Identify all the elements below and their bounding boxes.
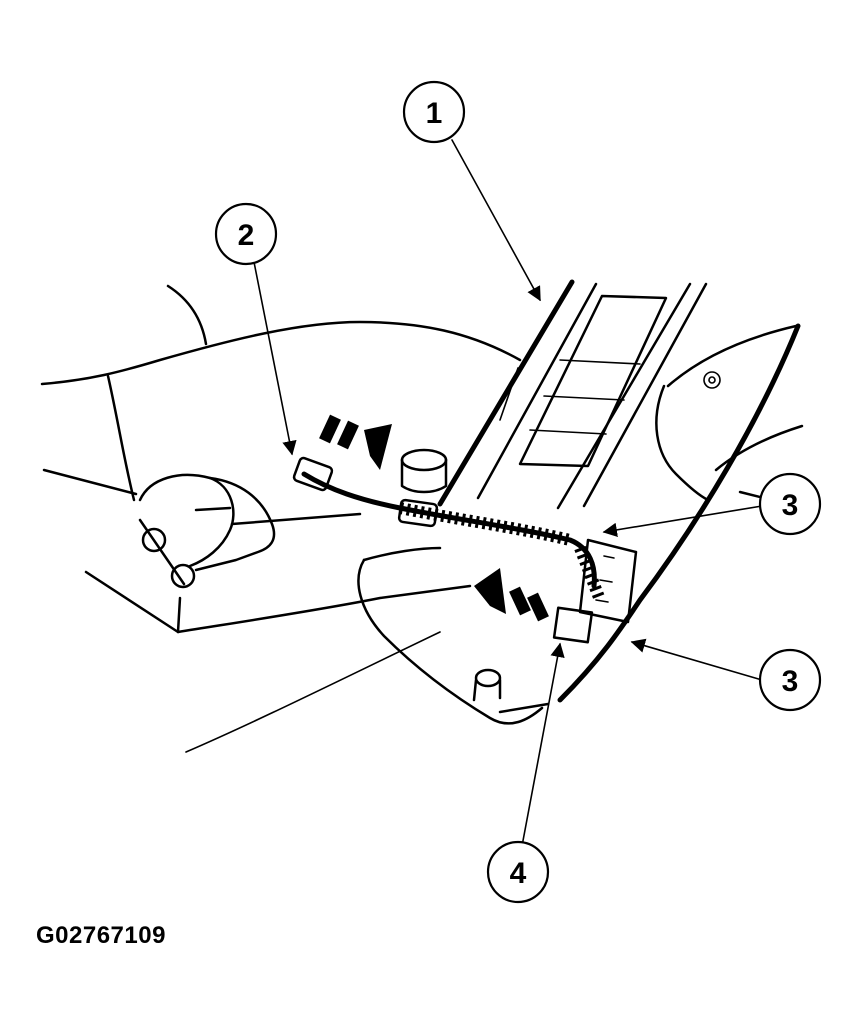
removal-arrow-upper <box>319 414 392 470</box>
seat-outline <box>40 284 522 753</box>
callout-2-label: 2 <box>238 219 255 252</box>
callout-3b-label: 3 <box>782 665 799 698</box>
callout-3b: 3 <box>758 648 822 712</box>
pillar-trim-panel <box>437 279 708 510</box>
buckle-assembly <box>138 473 362 589</box>
callout-1: 1 <box>402 80 466 144</box>
retaining-clip <box>552 538 638 644</box>
leader-lines <box>253 139 763 847</box>
callout-4-label: 4 <box>510 857 527 890</box>
callout-1-label: 1 <box>426 97 443 130</box>
figure-id: G02767109 <box>36 922 166 949</box>
callout-4: 4 <box>486 840 550 904</box>
lower-trim-bracket <box>357 448 550 725</box>
callout-3a-label: 3 <box>782 489 799 522</box>
wiring-harness <box>292 456 606 603</box>
callout-2: 2 <box>214 202 278 266</box>
removal-arrow-lower <box>474 568 549 622</box>
quarter-trim-panel <box>557 323 806 703</box>
callout-3a: 3 <box>758 472 822 536</box>
